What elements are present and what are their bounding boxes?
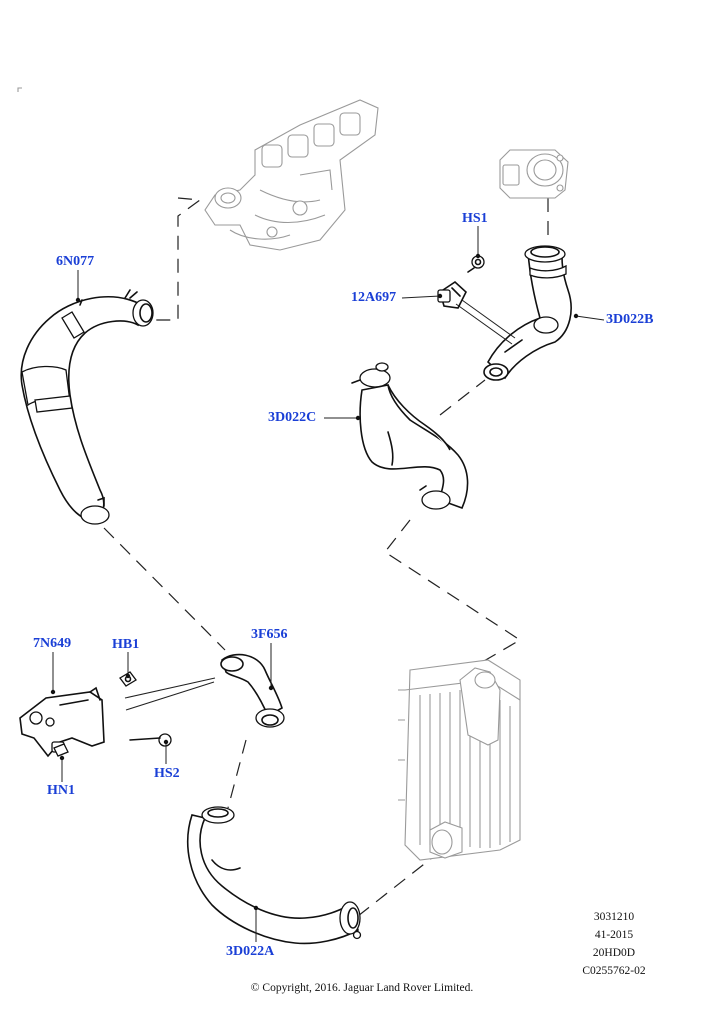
screw-hs2 [129, 733, 172, 747]
pipe-3f656 [220, 653, 285, 728]
hose-3d022a [186, 806, 362, 945]
hose-3d022b [483, 245, 572, 381]
part-label-hb1[interactable]: HB1 [112, 637, 140, 652]
throttle-body [499, 149, 569, 199]
part-label-3d022c[interactable]: 3D022C [268, 410, 317, 425]
sensor-12a697 [437, 280, 467, 309]
ref-code-3: 20HD0D [592, 947, 636, 959]
hose-6n077 [20, 289, 154, 525]
ref-code-4: C0255762-02 [582, 965, 646, 977]
part-label-12a697[interactable]: 12A697 [351, 290, 397, 305]
part-label-3d022b[interactable]: 3D022B [606, 312, 654, 327]
turbocharger-manifold [204, 99, 379, 251]
bracket-leader-lines [124, 677, 216, 711]
part-label-hn1[interactable]: HN1 [47, 783, 75, 798]
part-label-hs2[interactable]: HS2 [154, 766, 180, 781]
part-label-7n649[interactable]: 7N649 [33, 636, 72, 651]
ref-code-2: 41-2015 [594, 929, 634, 941]
intercooler [398, 659, 521, 861]
screw-hs1 [467, 255, 485, 273]
corner-mark [17, 87, 22, 92]
dashed-connection-lines [103, 197, 549, 917]
bolt-hb1 [119, 671, 137, 687]
part-label-6n077[interactable]: 6N077 [56, 254, 95, 269]
part-label-hs1[interactable]: HS1 [462, 211, 488, 226]
ref-code-1: 3031210 [593, 911, 635, 923]
part-label-3f656[interactable]: 3F656 [251, 627, 288, 642]
label-leaders [50, 226, 605, 942]
sensor-leader-lines [455, 299, 516, 345]
nut-hn1 [53, 743, 69, 757]
copyright-notice: © Copyright, 2016. Jaguar Land Rover Lim… [250, 982, 474, 994]
part-label-3d022a[interactable]: 3D022A [226, 944, 275, 959]
hose-3d022c [351, 362, 469, 510]
